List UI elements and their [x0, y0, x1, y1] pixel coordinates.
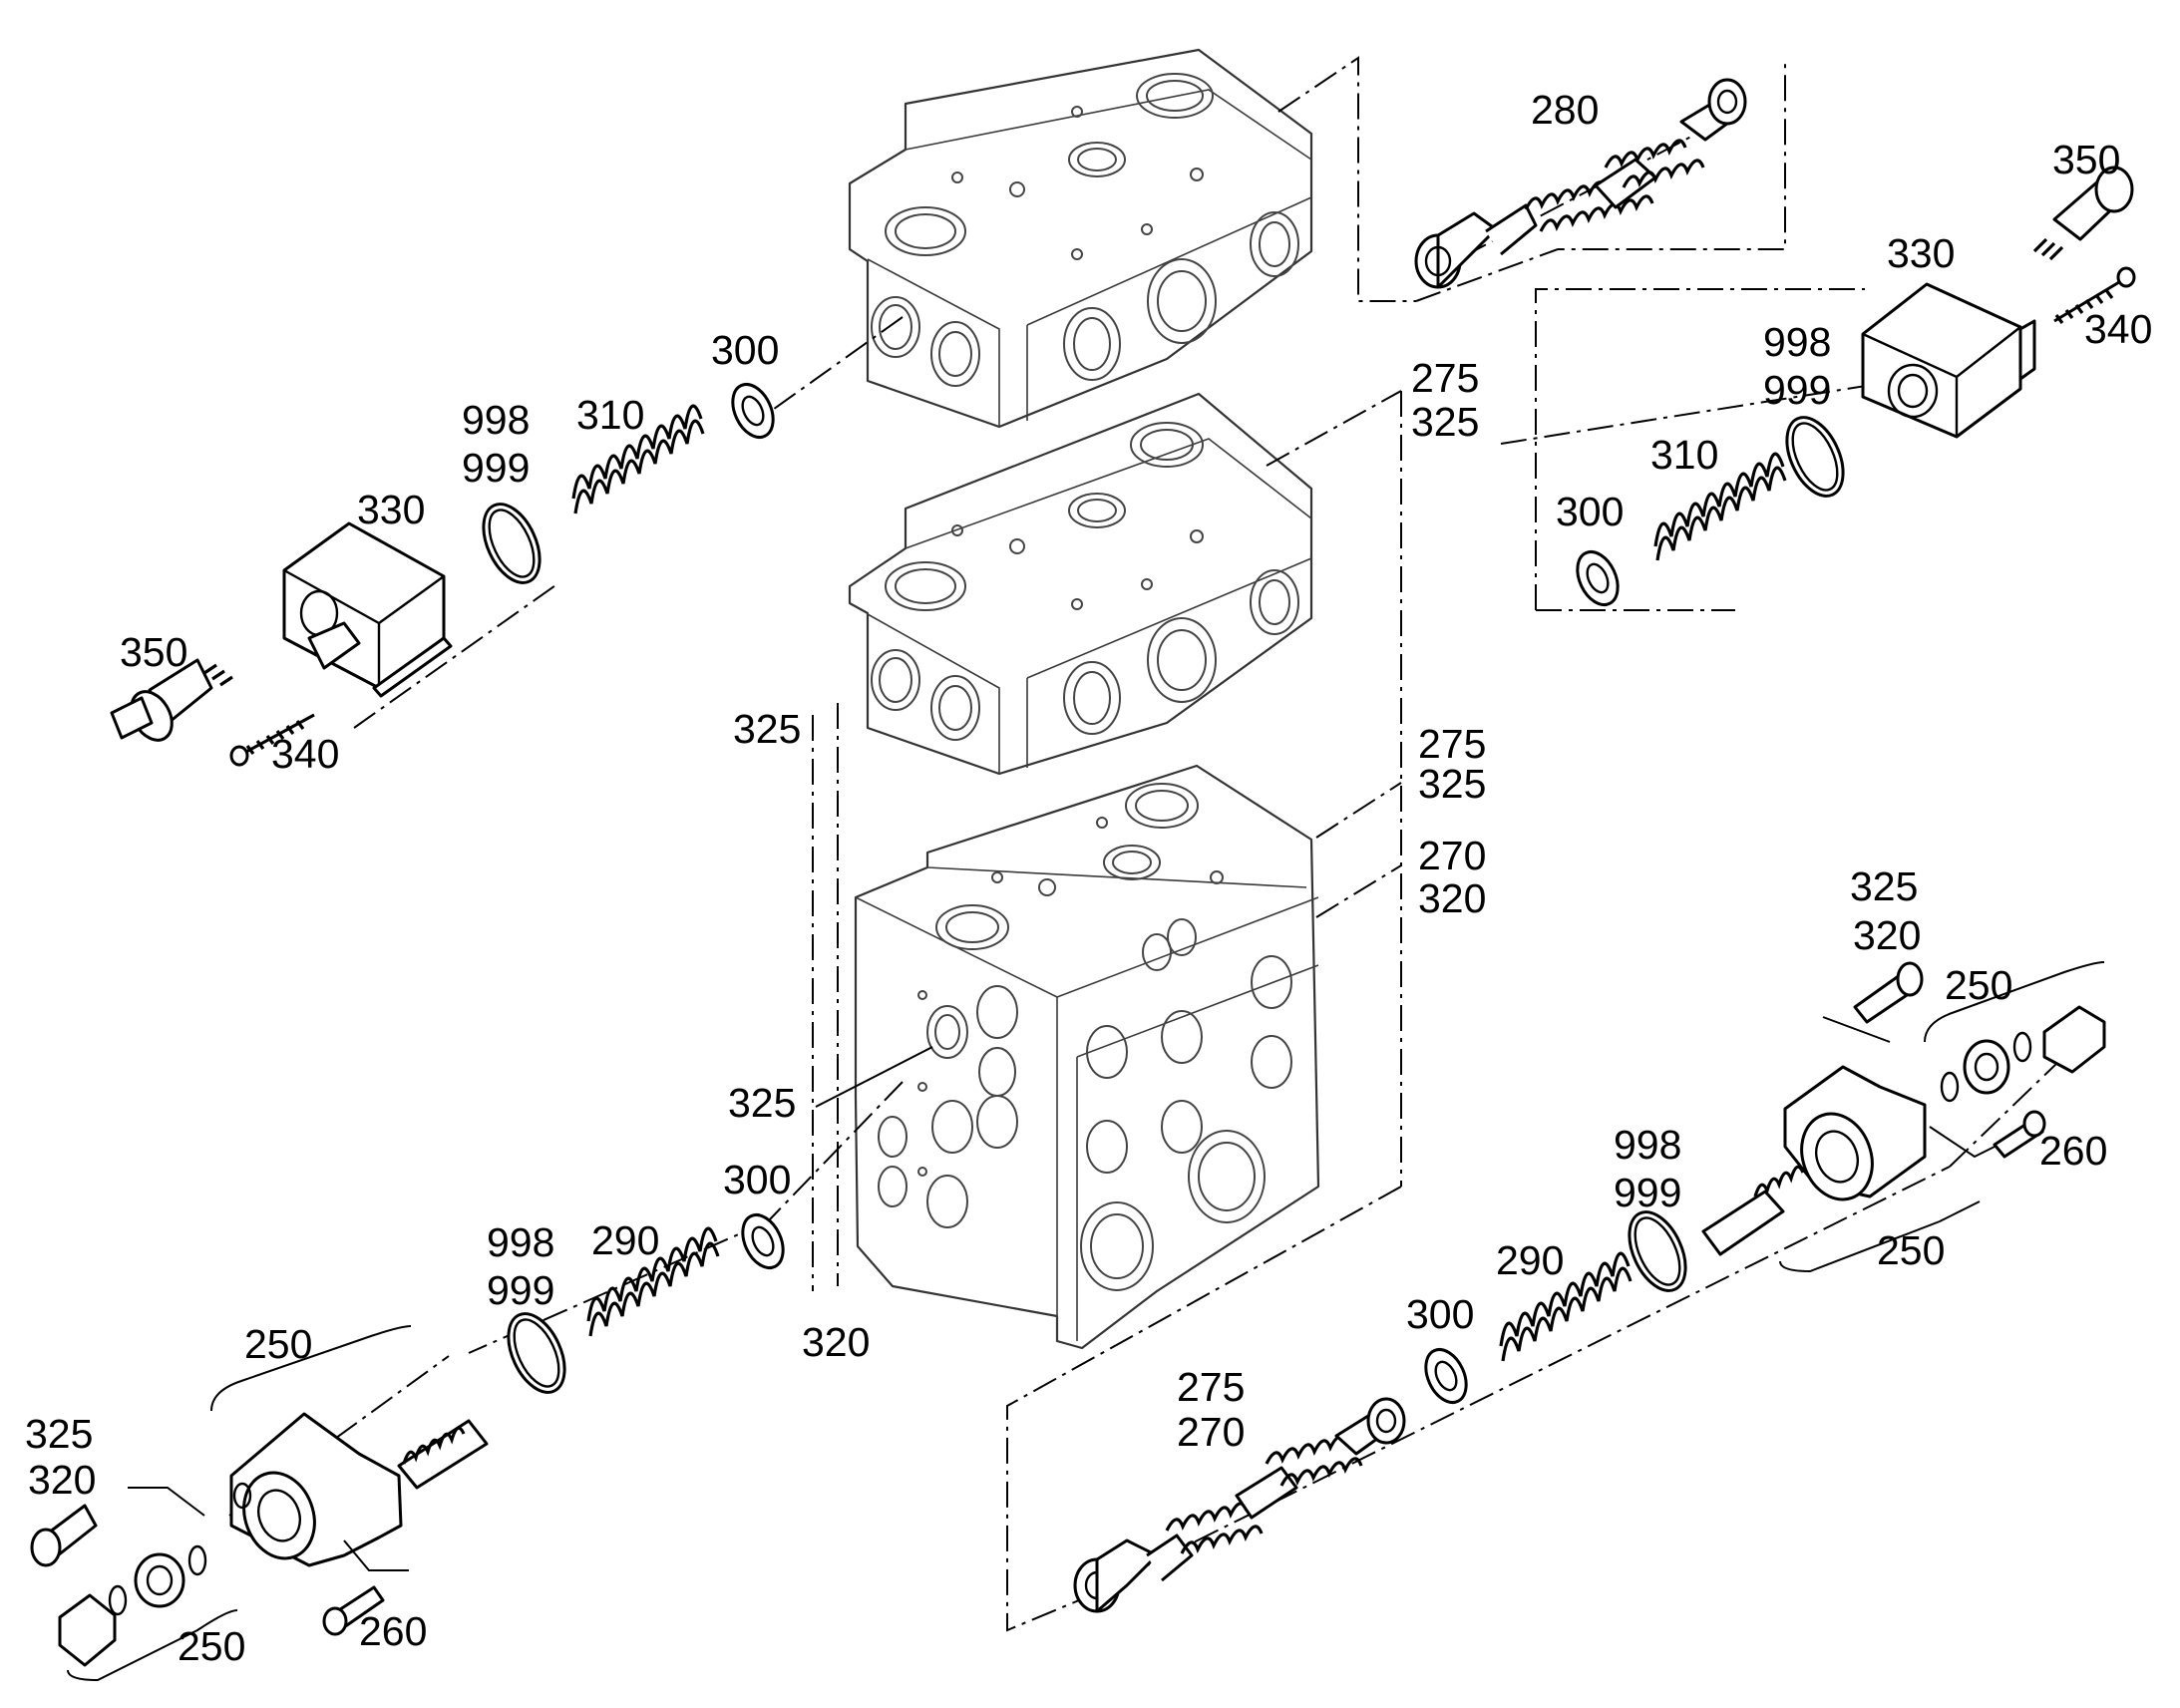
- label-320-lower: 320: [802, 1319, 870, 1365]
- oring-998-bottom-left: [507, 1312, 566, 1394]
- label-325-top: 325: [1411, 399, 1479, 445]
- washer-300-bottom-left: [741, 1213, 785, 1269]
- spring-310-right: [1653, 452, 1787, 561]
- label-300-right: 300: [1556, 489, 1624, 534]
- label-275-top: 275: [1411, 355, 1479, 401]
- label-998-left: 998: [462, 397, 530, 443]
- label-330-right: 330: [1887, 230, 1955, 276]
- label-275-bottom: 275: [1177, 1364, 1245, 1410]
- label-325-right: 325: [1850, 863, 1918, 909]
- nut-250-right: [1940, 1031, 2032, 1103]
- label-320-mid: 320: [1418, 875, 1486, 921]
- label-310-left: 310: [576, 392, 644, 438]
- label-300-lower-left: 300: [723, 1157, 791, 1202]
- label-998-right: 998: [1763, 319, 1831, 365]
- label-290-right: 290: [1496, 1237, 1564, 1283]
- label-320-right: 320: [1853, 912, 1921, 958]
- label-310-right: 310: [1650, 432, 1718, 478]
- cap-250-left: [229, 1412, 403, 1567]
- label-350-left: 350: [120, 629, 187, 675]
- capnut-250-left: [58, 1593, 117, 1667]
- label-350-right: 350: [2052, 137, 2120, 182]
- label-325-mid-right: 325: [1418, 761, 1486, 807]
- oring-998-left: [482, 503, 542, 584]
- label-250-right-bottom: 250: [1877, 1227, 1945, 1273]
- valve-section-bottom: [854, 764, 1320, 1350]
- washer-300-left: [731, 383, 775, 439]
- label-250-right-top: 250: [1945, 962, 2012, 1008]
- spring-310-left: [571, 404, 705, 514]
- label-280: 280: [1531, 87, 1599, 133]
- oring-998-bottom-right: [1628, 1210, 1687, 1292]
- piston-250-right: [1701, 1165, 1805, 1256]
- label-250-left-bottom: 250: [178, 1623, 245, 1669]
- label-275-mid: 275: [1418, 721, 1486, 767]
- capnut-250-right: [2042, 1005, 2106, 1074]
- spool-280: [1414, 78, 1747, 289]
- valve-section-middle: [848, 392, 1313, 776]
- label-999-lower-right: 999: [1614, 1170, 1681, 1215]
- connector-350-left: [110, 658, 233, 742]
- label-320-left: 320: [28, 1457, 96, 1503]
- screw-260-right: [1993, 1110, 2046, 1159]
- label-998-lower-left: 998: [487, 1219, 554, 1265]
- spool-275-270: [1073, 1397, 1406, 1613]
- plug-325-left: [30, 1504, 98, 1567]
- label-998-lower-right: 998: [1614, 1122, 1681, 1168]
- washer-300-right: [1576, 550, 1620, 606]
- plug-325-right: [1853, 961, 1924, 1024]
- label-325-mid: 325: [733, 706, 801, 752]
- connector-350-right: [2032, 166, 2134, 261]
- label-300-lower-right: 300: [1406, 1291, 1474, 1337]
- label-340-right: 340: [2084, 306, 2152, 352]
- label-330-left: 330: [357, 487, 425, 532]
- part-labels: 280 350 330 340 998 999 310 300 275 325 …: [25, 87, 2152, 1669]
- spring-290-right: [1499, 1251, 1633, 1362]
- label-325-lower: 325: [728, 1080, 796, 1126]
- brackets-right: [1779, 961, 2105, 1273]
- label-999-left: 999: [462, 445, 530, 491]
- screw-340-left: [229, 713, 315, 767]
- piston-250-left: [397, 1419, 489, 1490]
- bracket-lines: [812, 56, 1865, 1632]
- valve-section-top: [848, 48, 1313, 429]
- screw-260-left: [322, 1585, 385, 1636]
- screw-340-right: [2053, 266, 2136, 324]
- label-250-left-top: 250: [244, 1321, 312, 1367]
- label-290-left: 290: [591, 1217, 659, 1263]
- solenoid-cap-right: [1861, 282, 2036, 439]
- label-325-left: 325: [25, 1411, 93, 1457]
- label-999-lower-left: 999: [487, 1267, 554, 1313]
- label-270-bottom: 270: [1177, 1409, 1245, 1455]
- label-260-right: 260: [2039, 1128, 2107, 1174]
- label-340-left: 340: [271, 731, 339, 777]
- cap-250-right: [1783, 1065, 1927, 1201]
- label-260-left: 260: [359, 1608, 427, 1654]
- washer-300-bottom-right: [1424, 1348, 1468, 1404]
- solenoid-cap-left: [282, 521, 453, 698]
- spring-290-left: [586, 1226, 720, 1337]
- label-999-right: 999: [1763, 367, 1831, 413]
- oring-998-right: [1785, 416, 1845, 498]
- label-300-left: 300: [711, 327, 779, 373]
- nut-250-left: [108, 1544, 207, 1616]
- label-270-mid: 270: [1418, 833, 1486, 878]
- brackets-left: [67, 1325, 412, 1682]
